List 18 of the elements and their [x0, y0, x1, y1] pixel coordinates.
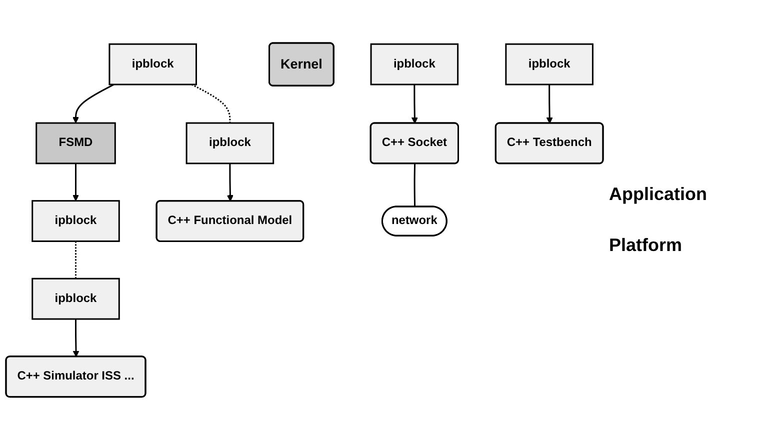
connector	[414, 164, 416, 207]
node-box: ipblock	[108, 43, 197, 86]
node-box: ipblock	[505, 43, 594, 86]
node-box: ipblock	[370, 43, 459, 86]
node-box: ipblock	[32, 200, 120, 242]
arrow	[411, 84, 418, 124]
arrow	[226, 164, 234, 202]
layer-label: Application	[609, 184, 708, 205]
node-box: ipblock	[32, 278, 120, 320]
layer-label: Platform	[609, 235, 684, 256]
arrow	[72, 84, 114, 124]
arrow	[72, 164, 80, 202]
node-box: FSMD	[36, 122, 116, 164]
arrow	[546, 84, 553, 124]
connector	[75, 241, 76, 279]
node-box: ipblock	[186, 122, 274, 164]
connector	[191, 84, 231, 124]
arrow	[72, 319, 80, 358]
